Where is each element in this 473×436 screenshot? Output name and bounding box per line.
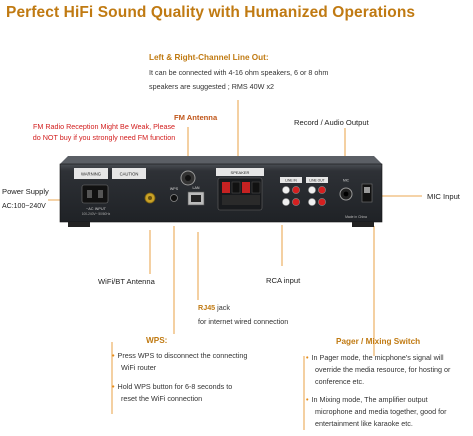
wps-item-2-line-2: reset the WiFi connection	[121, 394, 203, 403]
speaker-print: SPEAKER	[231, 170, 250, 175]
wps-print: WPS	[170, 187, 179, 191]
pager-item-2-line-3: entertainment like karaoke etc.	[315, 419, 413, 428]
mic-print: MIC	[343, 179, 350, 183]
rca-out-print: LINE OUT	[309, 179, 324, 183]
pager-item-1: •In Pager mode, the micphone's signal wi…	[306, 352, 450, 388]
rca-input-label: RCA input	[266, 276, 301, 285]
pager-item-2: •In Mixing mode, The amplifier output mi…	[306, 394, 446, 430]
wps-button[interactable]	[170, 194, 178, 202]
ac-input-print: ~AC INPUT	[86, 207, 107, 211]
rca-in-print: LINE IN	[285, 179, 297, 183]
record-audio-label: Record / Audio Output	[294, 118, 369, 127]
pager-item-1-line-2: override the media resource, for hosting…	[315, 365, 451, 374]
rj45-desc: for internet wired connection	[198, 317, 289, 326]
rca-out-left[interactable]	[308, 186, 316, 194]
amplifier-rear-panel: WARNING CAUTION ~AC INPUT 100-240V~ 50/6…	[59, 156, 383, 227]
fm-antenna-label: FM Antenna	[174, 113, 218, 122]
rj45-label: RJ45 jack	[198, 302, 230, 314]
rca-in-right[interactable]	[292, 186, 300, 194]
fm-warning-line-2: do NOT buy if you strongly need FM funct…	[32, 133, 176, 142]
line-out-desc-2: speakers are suggested ; RMS 40W x2	[149, 82, 275, 91]
power-supply-label: Power Supply	[2, 187, 49, 196]
page-title: Perfect HiFi Sound Quality with Humanize…	[6, 4, 416, 21]
bullet-icon: •	[306, 395, 309, 404]
caution-sticker: CAUTION	[120, 172, 139, 177]
made-in-print: Made in China	[345, 215, 367, 219]
fm-warning-line-1: FM Radio Reception Might Be Weak, Please	[32, 122, 176, 131]
fm-warning: FM Radio Reception Might Be Weak, Please…	[6, 121, 202, 143]
wps-heading: WPS:	[146, 336, 168, 345]
wps-item-2: •Hold WPS button for 6-8 seconds to rese…	[112, 381, 232, 405]
pager-item-2-line-1: In Mixing mode, The amplifier output	[311, 395, 428, 404]
pager-heading: Pager / Mixing Switch	[336, 337, 421, 346]
pager-item-2-line-2: microphone and media together, good for	[315, 407, 447, 416]
ac-spec-print: 100-240V~ 50/60Hz	[82, 212, 111, 216]
pager-item-1-line-1: In Pager mode, the micphone's signal wil…	[311, 353, 444, 362]
lan-print: LAN	[193, 186, 200, 190]
rj45-prefix: RJ45	[198, 303, 216, 312]
line-out-heading: Left & Right-Channel Line Out:	[149, 53, 269, 62]
wps-item-1-line-1: Press WPS to disconnect the connecting	[117, 351, 248, 360]
wps-item-1: •Press WPS to disconnect the connecting …	[112, 350, 247, 374]
rca-in-left[interactable]	[282, 186, 290, 194]
line-out-desc-1: It can be connected with 4-16 ohm speake…	[149, 68, 329, 77]
wps-item-2-line-1: Hold WPS button for 6-8 seconds to	[117, 382, 233, 391]
ac-power-socket[interactable]	[81, 184, 109, 204]
pager-item-1-line-3: conference etc.	[315, 377, 365, 386]
bullet-icon: •	[306, 353, 309, 362]
wps-item-1-line-2: WiFi router	[121, 363, 157, 372]
rj45-suffix: jack	[215, 303, 230, 312]
wifi-bt-label: WiFi/BT Antenna	[98, 277, 155, 286]
bullet-icon: •	[112, 351, 115, 360]
rca-out-right[interactable]	[318, 186, 326, 194]
mic-input-label: MIC Input	[427, 192, 460, 201]
warning-sticker: WARNING	[81, 172, 101, 177]
power-supply-voltage: AC:100~240V	[2, 203, 46, 210]
bullet-icon: •	[112, 382, 115, 391]
